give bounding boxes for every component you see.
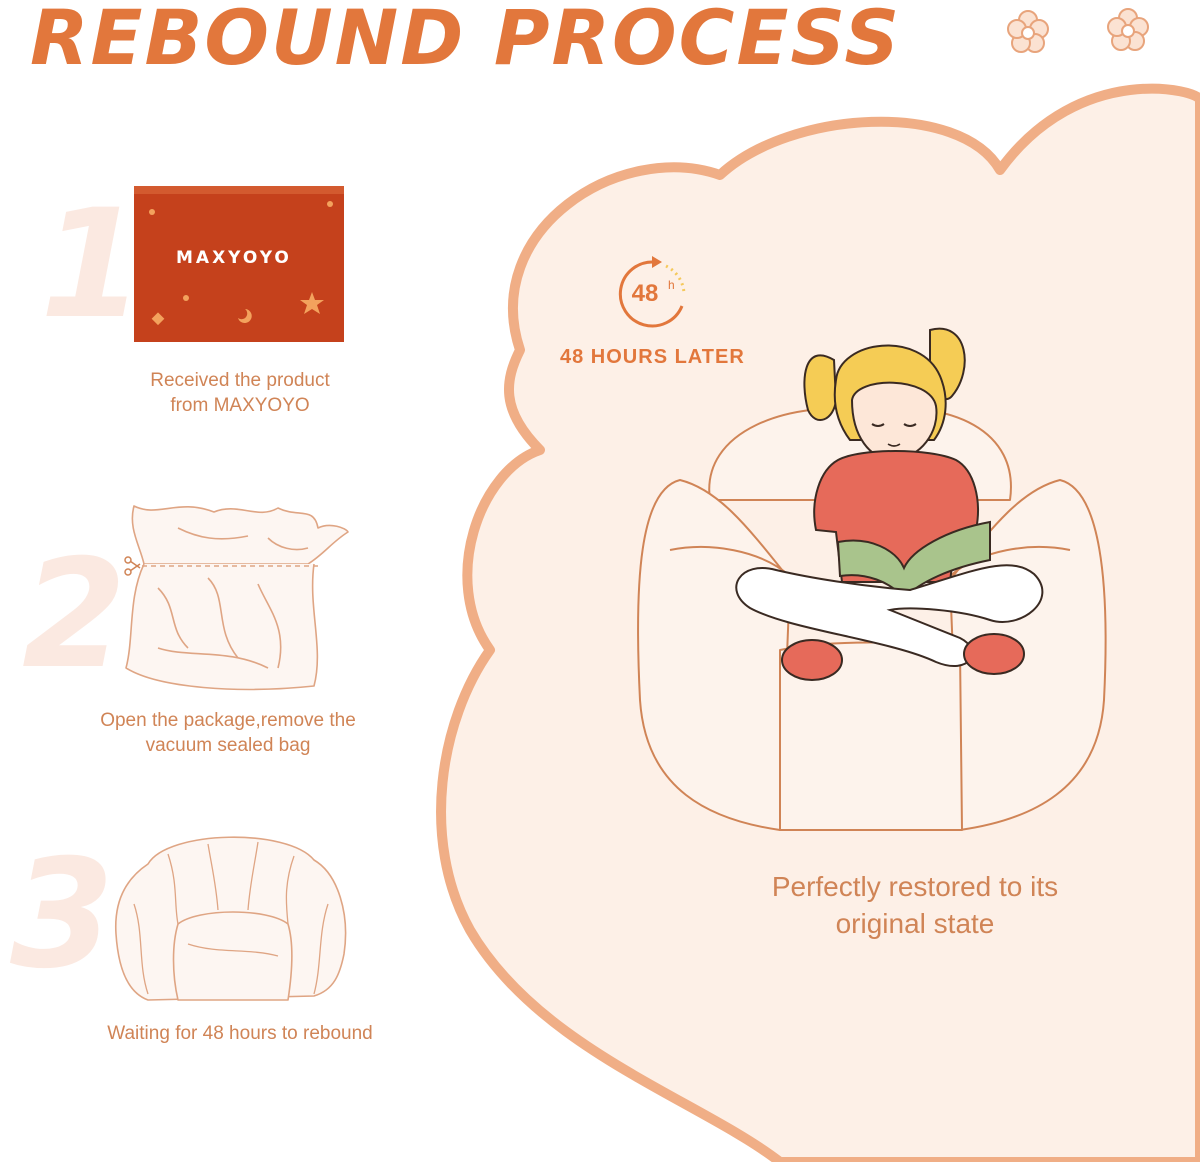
shoe-right — [963, 633, 1025, 675]
girl-on-sofa-illustration — [637, 327, 1107, 831]
timer-unit: h — [668, 278, 675, 292]
book — [836, 520, 991, 600]
step-2-caption: Open the package,remove the vacuum seale… — [100, 710, 356, 756]
compressed-sofa-image — [114, 836, 347, 1001]
flower-icon — [1107, 8, 1149, 51]
face — [850, 381, 938, 462]
clock-arrow-icon — [618, 256, 686, 328]
step-number-3: 3 — [10, 828, 115, 1002]
box-illustration — [134, 186, 344, 342]
timer-value: 48 — [631, 280, 659, 307]
result-caption: Perfectly restored to its original state — [771, 871, 1059, 939]
step-number-2: 2 — [22, 528, 127, 702]
shoe-left — [781, 639, 843, 681]
step-1-caption: Received the product from MAXYOYO — [150, 370, 330, 416]
ponytail-left — [803, 354, 838, 422]
timer-label: 48 HOURS LATER — [560, 346, 745, 368]
step-3-caption: Waiting for 48 hours to rebound — [107, 1023, 373, 1044]
vacuum-bag-image — [124, 505, 349, 691]
box-logo: MAXYOYO — [176, 248, 292, 268]
step-number-1: 1 — [40, 178, 145, 352]
scissors-icon — [124, 556, 141, 576]
timer-badge: 48 h — [606, 250, 694, 338]
flower-icon — [1007, 10, 1049, 53]
sofa-left-arm — [637, 479, 791, 831]
legs — [735, 564, 1044, 668]
product-box-image: MAXYOYO — [134, 186, 344, 342]
page-title: REBOUND PROCESS — [30, 0, 902, 82]
